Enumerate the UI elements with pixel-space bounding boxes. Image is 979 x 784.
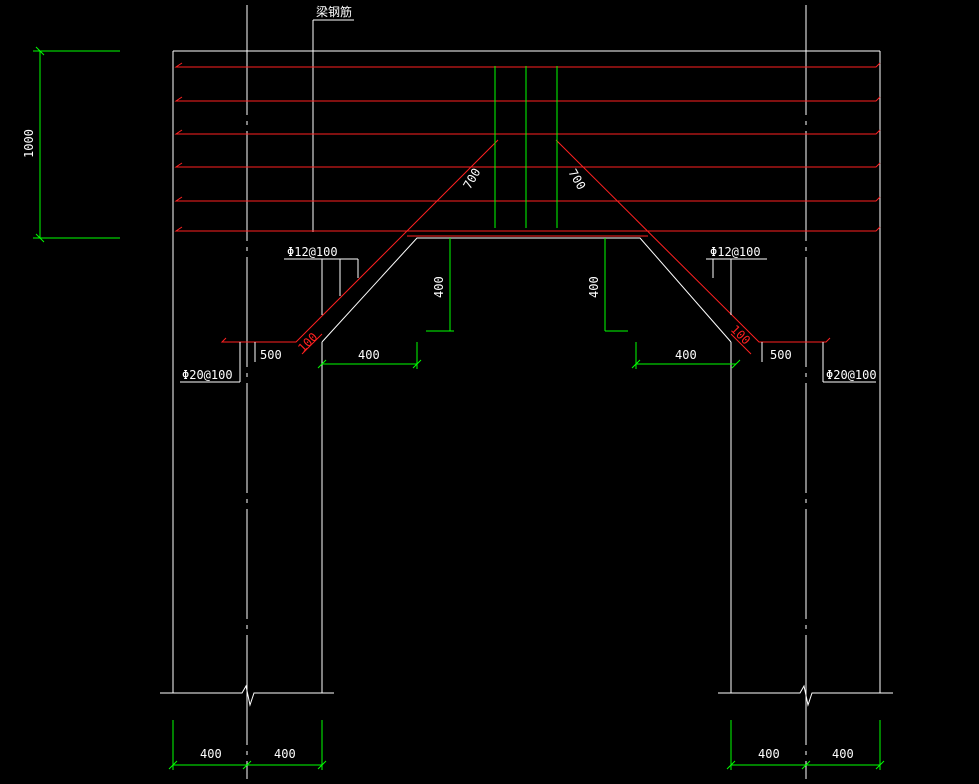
left-stirrup-label: Φ12@100: [287, 245, 338, 259]
left-slope-100: 100: [295, 330, 320, 355]
right-haunch-height-400: 400: [587, 276, 601, 298]
label-leaders: [180, 258, 876, 383]
structure-outline: [160, 19, 893, 707]
left-col-dim-a: 400: [200, 747, 222, 761]
text-labels: 梁钢筋 1000 Φ12@100 Φ12@100 Φ20@100 Φ20@100…: [22, 4, 877, 761]
right-slope-100: 100: [728, 322, 753, 347]
top-rebar-label: 梁钢筋: [316, 4, 352, 19]
right-diag-700: 700: [565, 167, 588, 193]
right-col-dim-b: 400: [832, 747, 854, 761]
right-col-dim-a: 400: [758, 747, 780, 761]
left-anchor-500: 500: [260, 348, 282, 362]
left-haunch-height-400: 400: [432, 276, 446, 298]
left-col-dim-b: 400: [274, 747, 296, 761]
left-diag-700: 700: [460, 166, 483, 192]
right-stirrup-label: Φ12@100: [710, 245, 761, 259]
haunch-rebars: [220, 139, 831, 355]
beam-rebars: [174, 62, 881, 232]
right-haunch-width-400: 400: [675, 348, 697, 362]
left-haunch-width-400: 400: [358, 348, 380, 362]
dimension-lines: [33, 46, 885, 770]
left-bottom-bar-label: Φ20@100: [182, 368, 233, 382]
height-dim-label: 1000: [22, 129, 36, 158]
right-bottom-bar-label: Φ20@100: [826, 368, 877, 382]
right-anchor-500: 500: [770, 348, 792, 362]
